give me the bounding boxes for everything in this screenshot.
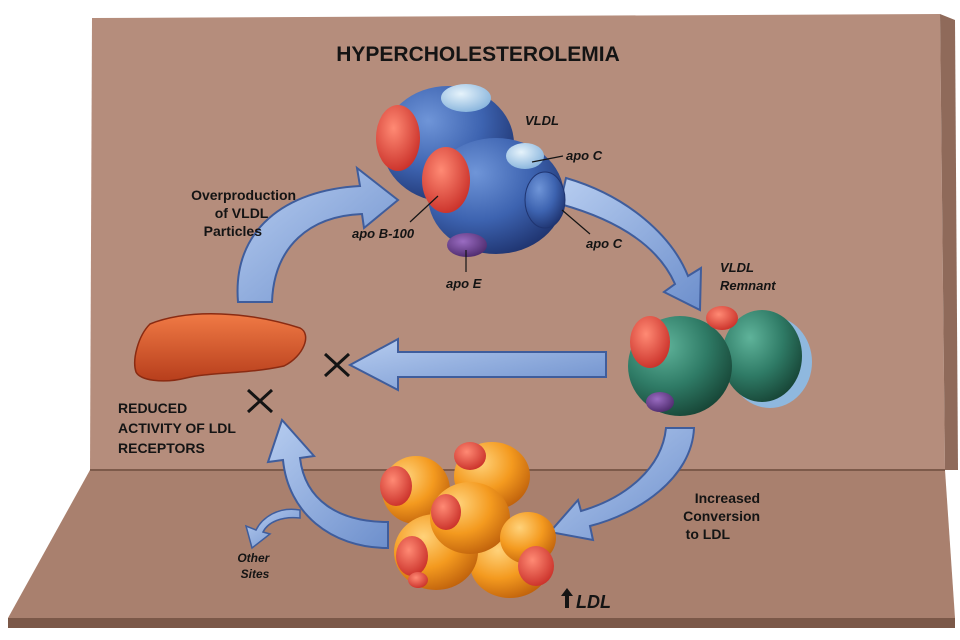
leader-apo-c-top bbox=[531, 155, 564, 163]
leader-apo-c-bottom bbox=[561, 209, 591, 235]
arrow-remnant-to-liver bbox=[347, 337, 607, 392]
cross-mark-icon bbox=[246, 388, 274, 414]
label-increased-conversion: Increased Conversion to LDL bbox=[683, 490, 764, 542]
liver bbox=[134, 313, 307, 382]
arrow-other-sites bbox=[244, 508, 301, 550]
arrow-to-remnant bbox=[558, 176, 703, 312]
remnant-apo-cap bbox=[706, 306, 738, 330]
remnant-apo-e-cap bbox=[646, 392, 674, 412]
label-vldl-remnant: VLDL Remnant bbox=[720, 260, 776, 293]
apo-b100-cap bbox=[376, 105, 420, 171]
ldl-cluster bbox=[380, 442, 556, 598]
label-apo-b100: apo B-100 bbox=[352, 226, 415, 241]
apo-c-cap bbox=[506, 143, 544, 169]
label-vldl: VLDL bbox=[525, 113, 559, 128]
apo-e-cap bbox=[447, 233, 487, 257]
label-apo-c-bottom: apo C bbox=[586, 236, 623, 251]
board-right-edge bbox=[940, 14, 958, 470]
label-apo-c-top: apo C bbox=[566, 148, 603, 163]
vldl-remnant-particle bbox=[628, 306, 812, 416]
label-overproduction: Overproduction of VLDL Particles bbox=[191, 187, 300, 239]
up-arrow-icon bbox=[561, 588, 573, 608]
arrow-ldl-to-receptors bbox=[266, 418, 389, 550]
label-apo-e: apo E bbox=[446, 276, 482, 291]
label-other-sites: Other Sites bbox=[237, 551, 272, 581]
apo-c-cap bbox=[441, 84, 491, 112]
board-bottom-edge bbox=[8, 618, 955, 628]
cross-mark-icon bbox=[323, 352, 351, 378]
vldl-particle bbox=[376, 84, 566, 257]
label-ldl: LDL bbox=[576, 592, 611, 612]
remnant-apo-cap bbox=[630, 316, 670, 368]
apo-b100-cap bbox=[422, 147, 470, 213]
arrow-overproduction bbox=[236, 165, 400, 303]
diagram-title: HYPERCHOLESTEROLEMIA bbox=[336, 43, 620, 66]
leader-apo-b100 bbox=[409, 195, 439, 223]
label-reduced-activity: REDUCED ACTIVITY OF LDL RECEPTORS bbox=[118, 400, 240, 456]
